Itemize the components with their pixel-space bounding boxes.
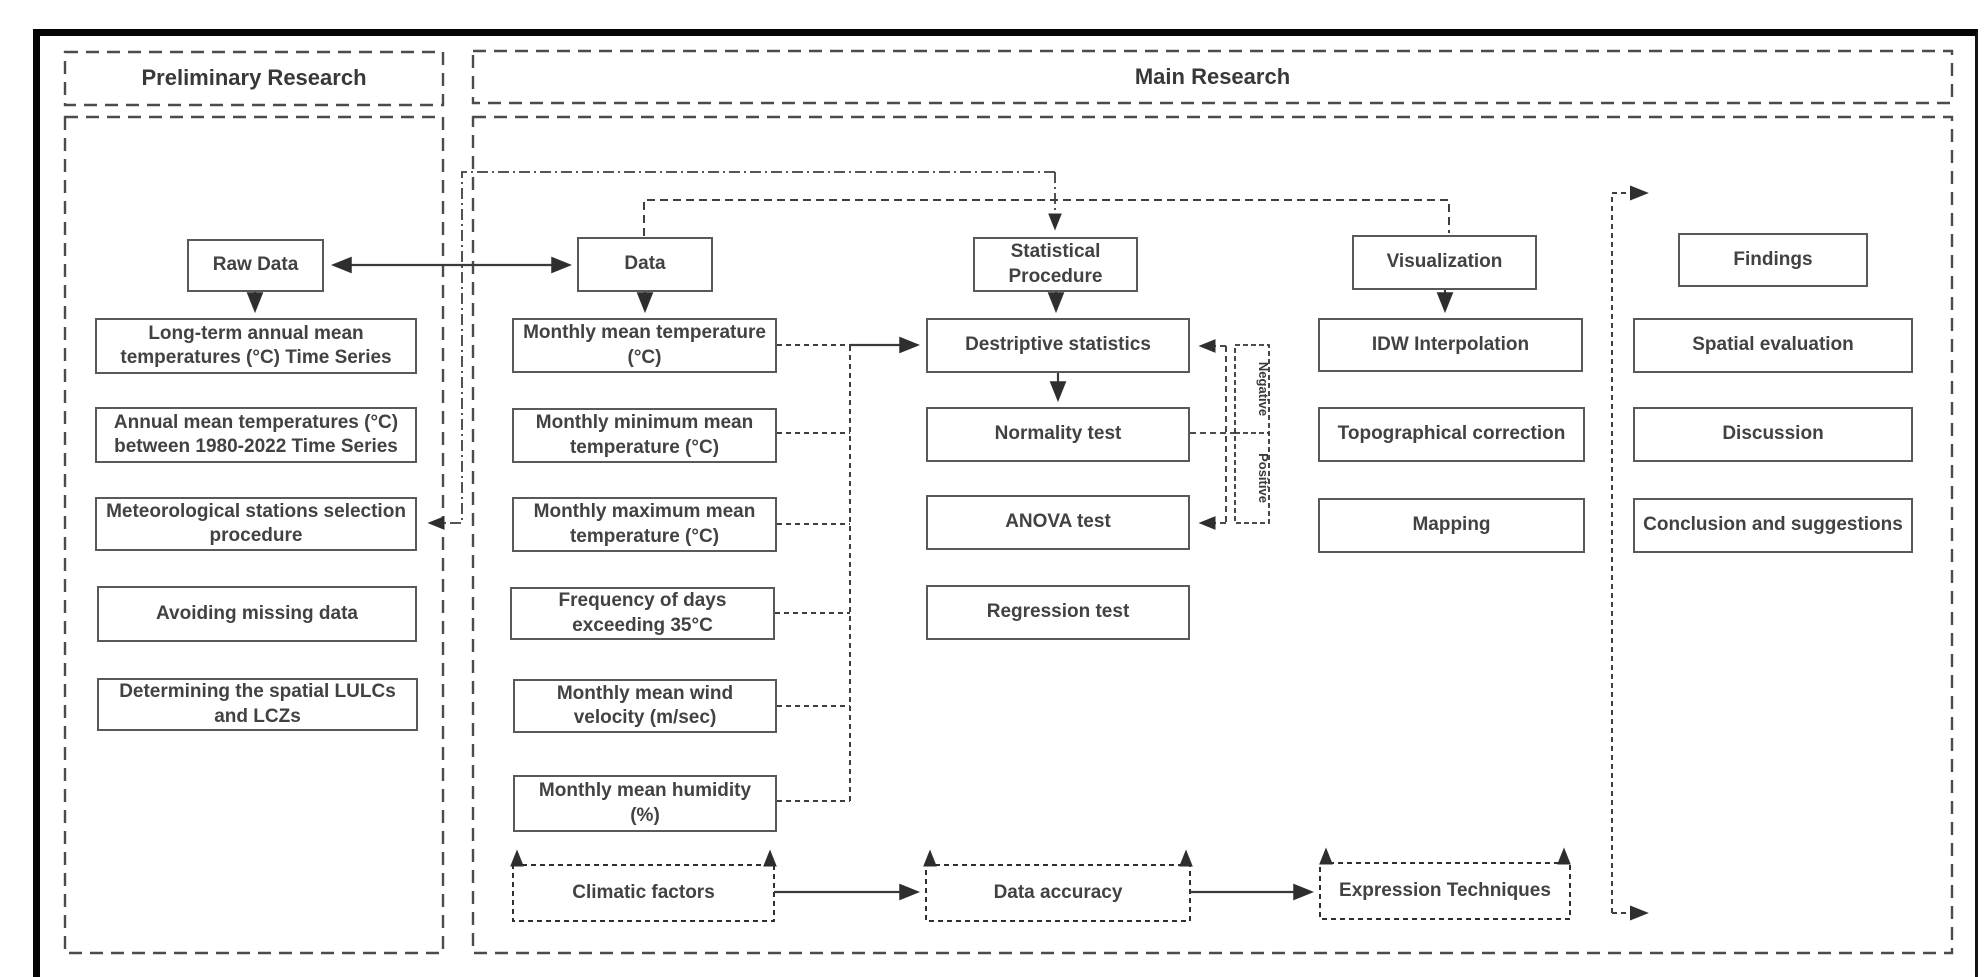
box-regression-test: Regression test — [926, 585, 1190, 640]
preliminary-zone-border — [63, 115, 445, 955]
box-discussion: Discussion — [1633, 407, 1913, 462]
bracket-label-box — [1234, 344, 1270, 524]
box-monthly-max-temperature: Monthly maximum mean temperature (°C) — [512, 497, 777, 552]
preliminary-research-title: Preliminary Research — [141, 65, 367, 91]
data-accuracy-border — [925, 864, 1191, 922]
main-research-title: Main Research — [1134, 63, 1291, 89]
box-idw-interpolation: IDW Interpolation — [1318, 318, 1583, 372]
main-zone-border — [471, 115, 1954, 955]
expression-techniques-border — [1319, 862, 1571, 920]
box-avoiding-missing-data: Avoiding missing data — [97, 586, 417, 642]
box-longterm-annual-mean: Long-term annual mean temperatures (°C) … — [95, 318, 417, 374]
dashdot-feedback-path — [427, 171, 1055, 530]
positive-label: Positive — [1256, 453, 1271, 503]
box-climatic-factors: Climatic factors — [572, 881, 715, 903]
box-wind-velocity: Monthly mean wind velocity (m/sec) — [513, 679, 777, 733]
box-normality-test: Normality test — [926, 407, 1190, 462]
box-topographical-correction: Topographical correction — [1318, 407, 1585, 462]
box-station-selection: Meteorological stations selection proced… — [95, 497, 417, 551]
climatic-factors-border — [512, 864, 775, 922]
box-findings: Findings — [1678, 233, 1868, 287]
box-annual-mean-1980-2022: Annual mean temperatures (°C) between 19… — [95, 407, 417, 463]
figure-frame — [33, 29, 1978, 977]
box-descriptive-statistics: Destriptive statistics — [926, 318, 1190, 373]
box-anova-test: ANOVA test — [926, 495, 1190, 550]
main-title-border — [471, 49, 1954, 105]
box-data-header: Data — [577, 237, 713, 292]
preliminary-title-border — [63, 50, 445, 107]
box-humidity: Monthly mean humidity (%) — [513, 775, 777, 832]
box-statistical-procedure: Statistical Procedure — [973, 237, 1138, 292]
box-determining-lulc-lcz: Determining the spatial LULCs and LCZs — [97, 678, 418, 731]
box-monthly-mean-temperature: Monthly mean temperature (°C) — [512, 318, 777, 373]
box-conclusion-suggestions: Conclusion and suggestions — [1633, 498, 1913, 553]
box-data-accuracy: Data accuracy — [993, 881, 1123, 903]
box-expression-techniques: Expression Techniques — [1339, 879, 1551, 901]
box-spatial-evaluation: Spatial evaluation — [1633, 318, 1913, 373]
box-frequency-days-35c: Frequency of days exceeding 35°C — [510, 587, 775, 640]
box-monthly-min-temperature: Monthly minimum mean temperature (°C) — [512, 408, 777, 463]
negative-label: Negative — [1256, 362, 1271, 416]
box-raw-data: Raw Data — [187, 239, 324, 292]
box-visualization: Visualization — [1352, 235, 1537, 290]
box-mapping: Mapping — [1318, 498, 1585, 553]
dashed-data-to-visualization-path — [643, 199, 1450, 236]
